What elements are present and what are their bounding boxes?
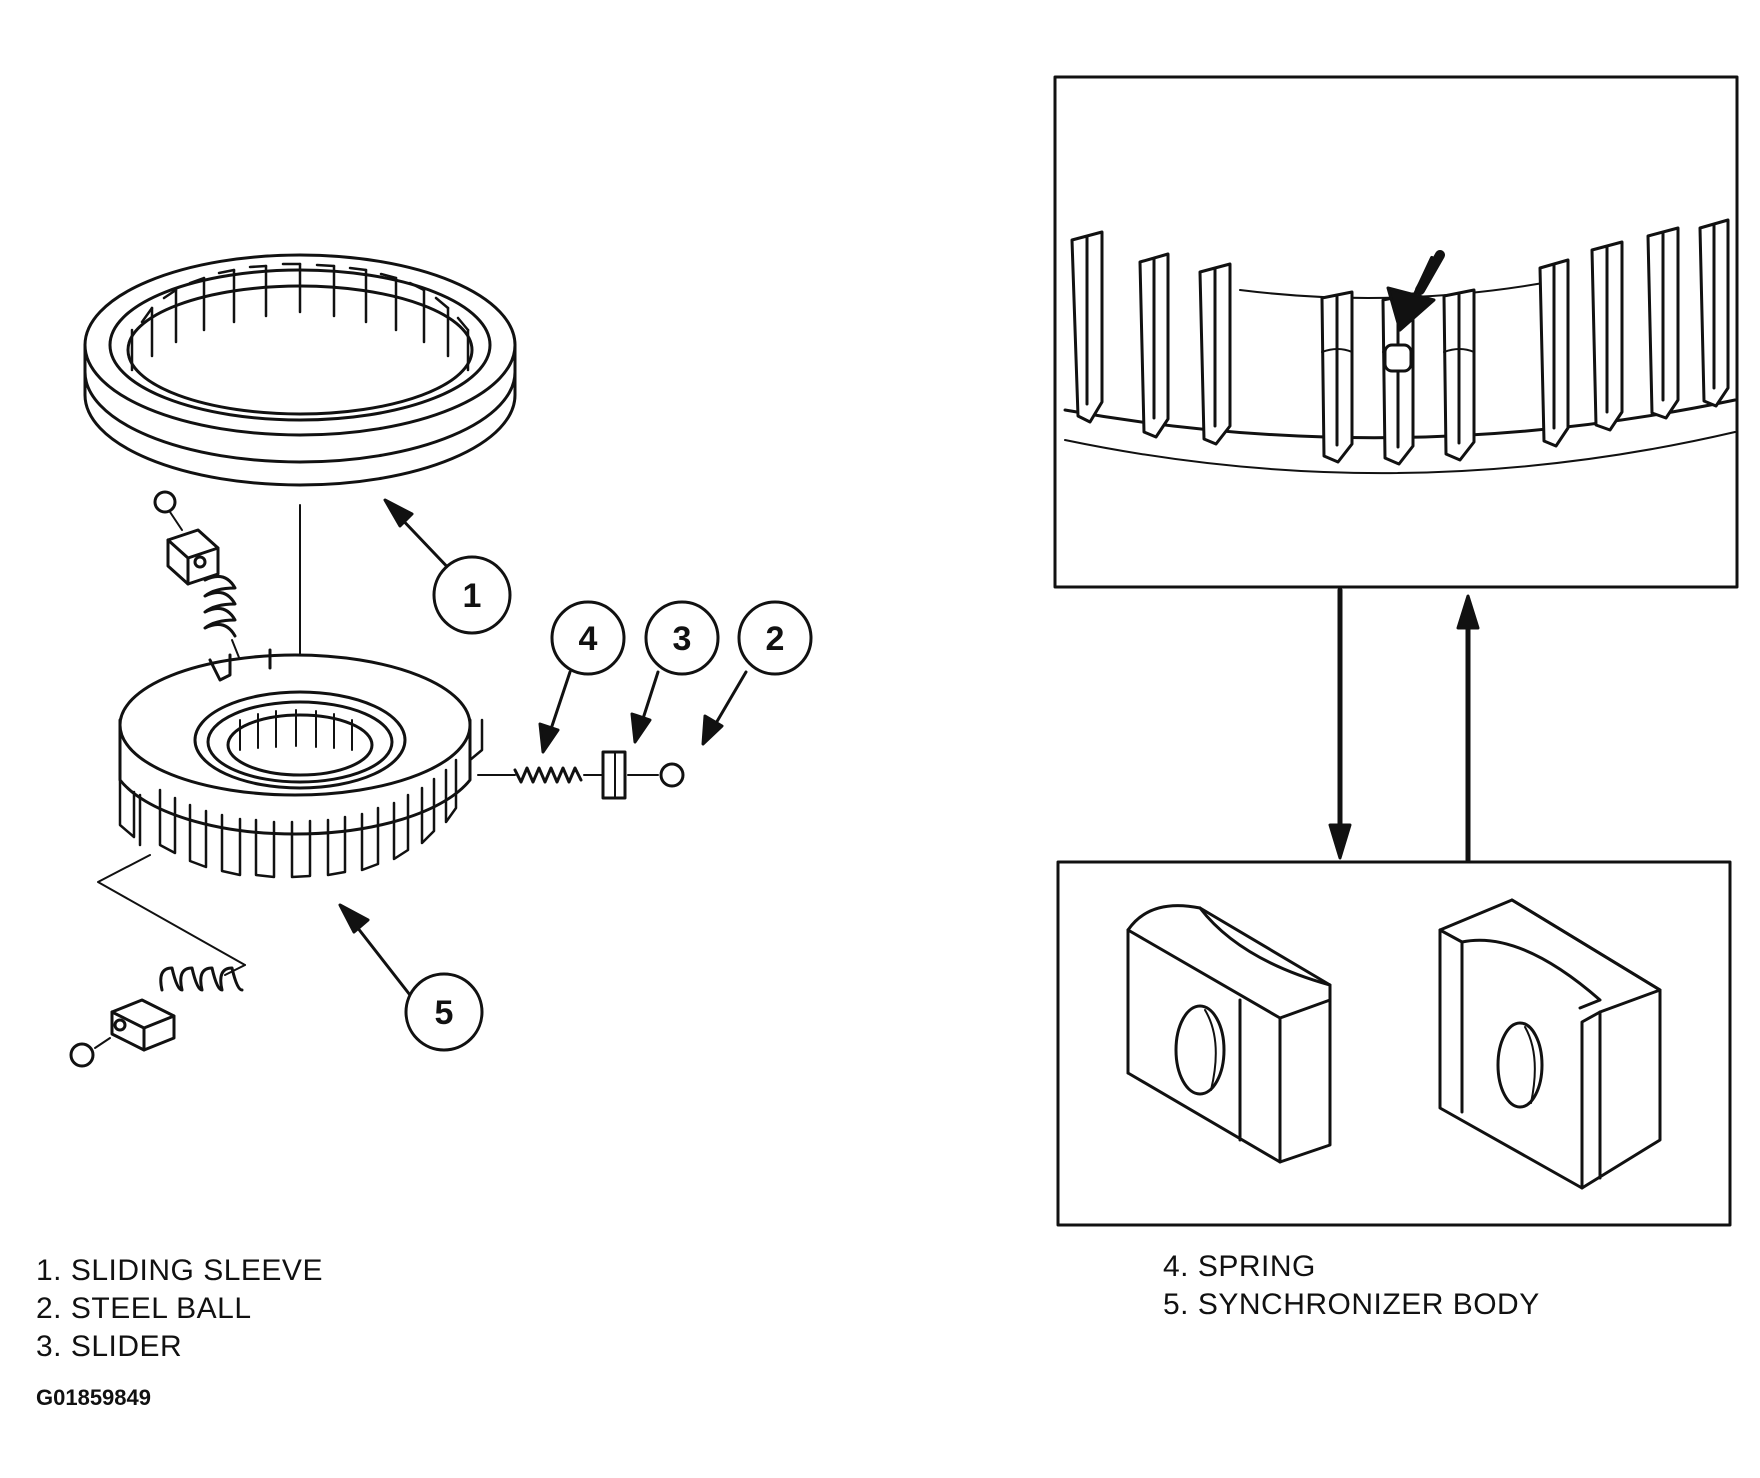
callout-circles [404, 555, 813, 1052]
legend-item-steel-ball: 2. STEEL BALL [36, 1292, 252, 1325]
detail-panel-bottom [1056, 860, 1732, 1227]
callout-5-label: 5 [435, 994, 454, 1032]
callout-4-label: 4 [579, 620, 598, 658]
slider-block-left [1126, 904, 1332, 1164]
legend-item-slider: 3. SLIDER [36, 1330, 183, 1363]
callout-2-label: 2 [766, 620, 785, 658]
legend-item-spring: 4. SPRING [1163, 1250, 1316, 1283]
figure-id: G01859849 [36, 1385, 151, 1410]
legend-item-sliding-sleeve: 1. SLIDING SLEEVE [36, 1254, 323, 1287]
slider-block-right [1438, 898, 1662, 1190]
upper-detent-parts [153, 490, 241, 661]
synchronizer-body [118, 648, 484, 879]
radial-detent-parts [477, 750, 685, 800]
callout-3-label: 3 [673, 620, 692, 658]
detail-panel-top [1053, 75, 1739, 589]
callout-1-label: 1 [463, 577, 482, 615]
legend-right: 4. SPRING 5. SYNCHRONIZER BODY [1163, 1248, 1540, 1324]
panel-connector-arrows [1328, 587, 1480, 863]
sliding-sleeve [83, 253, 517, 487]
legend-left: 1. SLIDING SLEEVE 2. STEEL BALL 3. SLIDE… [36, 1252, 323, 1366]
lower-detent-parts [69, 854, 246, 1068]
legend-item-synchronizer-body: 5. SYNCHRONIZER BODY [1163, 1288, 1540, 1321]
